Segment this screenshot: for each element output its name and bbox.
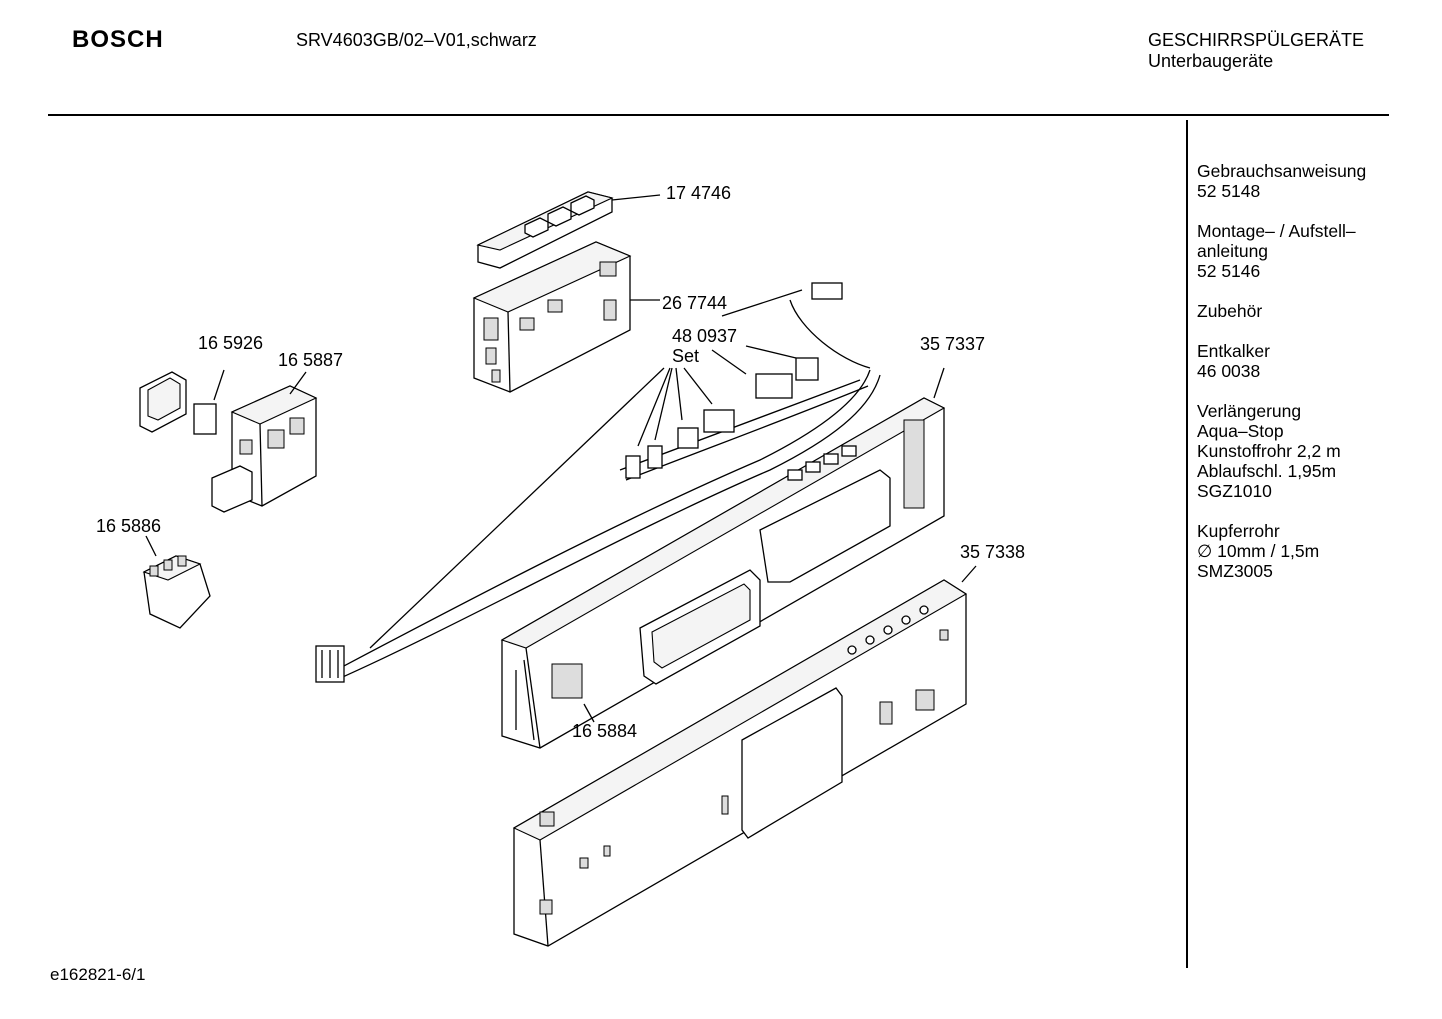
accessory-line: SMZ3005 xyxy=(1197,561,1273,581)
accessory-accessories: Zubehör xyxy=(1197,301,1432,321)
category-line1: GESCHIRRSPÜLGERÄTE xyxy=(1148,30,1365,50)
part-cover xyxy=(139,369,225,435)
brand-logo: BOSCH xyxy=(72,26,164,53)
accessory-descaler: Entkalker 46 0038 xyxy=(1197,341,1432,381)
header-divider xyxy=(48,114,1389,116)
accessory-line: Montage– / Aufstell– xyxy=(1197,221,1356,241)
accessory-line: 46 0038 xyxy=(1197,361,1261,381)
accessory-list: Gebrauchsanweisung 52 5148 Montage– / Au… xyxy=(1197,161,1432,601)
accessory-line: Gebrauchsanweisung xyxy=(1197,161,1367,181)
callout-480937: 48 0937 xyxy=(672,326,737,346)
accessory-manual: Gebrauchsanweisung 52 5148 xyxy=(1197,161,1432,201)
accessory-line: Ablaufschl. 1,95m xyxy=(1197,461,1337,481)
callout-357338: 35 7338 xyxy=(960,542,1025,562)
accessory-line: Kupferrohr xyxy=(1197,521,1280,541)
exploded-parts-diagram: 17 4746 26 7744 48 0937 Set 16 5926 16 5… xyxy=(96,183,1025,947)
callout-165926: 16 5926 xyxy=(198,333,263,353)
callout-165884: 16 5884 xyxy=(572,721,637,741)
accessory-line: Kunstoffrohr 2,2 m xyxy=(1197,441,1341,461)
accessory-line: anleitung xyxy=(1197,241,1269,261)
category-line2: Unterbaugeräte xyxy=(1148,51,1274,71)
accessory-line: Verlängerung xyxy=(1197,401,1302,421)
callout-357337: 35 7337 xyxy=(920,334,985,354)
part-button-strip xyxy=(476,191,661,269)
accessory-line: ∅ 10mm / 1,5m xyxy=(1197,541,1320,561)
part-control-module xyxy=(472,241,660,393)
callout-165886: 16 5886 xyxy=(96,516,161,536)
part-front-panel xyxy=(500,367,946,749)
accessory-installation: Montage– / Aufstell– anleitung 52 5146 xyxy=(1197,221,1432,281)
accessory-line: 52 5146 xyxy=(1197,261,1261,281)
part-inner-frame xyxy=(512,565,977,947)
accessory-copper-pipe: Kupferrohr ∅ 10mm / 1,5m SMZ3005 xyxy=(1197,521,1432,581)
part-cable-harness xyxy=(315,282,881,683)
model-number: SRV4603GB/02–V01,schwarz xyxy=(296,30,537,50)
accessory-extension: Verlängerung Aqua–Stop Kunstoffrohr 2,2 … xyxy=(1197,401,1432,501)
category-title: GESCHIRRSPÜLGERÄTE Unterbaugeräte xyxy=(1148,30,1364,72)
callout-267744: 26 7744 xyxy=(662,293,727,313)
drawing-id: e162821-6/1 xyxy=(50,965,146,984)
accessory-line: SGZ1010 xyxy=(1197,481,1272,501)
part-small-block xyxy=(583,703,595,723)
side-divider xyxy=(1186,120,1188,968)
callout-174746: 17 4746 xyxy=(666,183,731,203)
callout-480937-set: Set xyxy=(672,346,699,366)
accessory-line: Aqua–Stop xyxy=(1197,421,1284,441)
accessory-line: 52 5148 xyxy=(1197,181,1261,201)
callout-165887: 16 5887 xyxy=(278,350,343,370)
accessory-line: Entkalker xyxy=(1197,341,1270,361)
accessory-line: Zubehör xyxy=(1197,301,1263,321)
part-relay xyxy=(142,535,211,629)
part-switch-bracket xyxy=(211,371,318,513)
